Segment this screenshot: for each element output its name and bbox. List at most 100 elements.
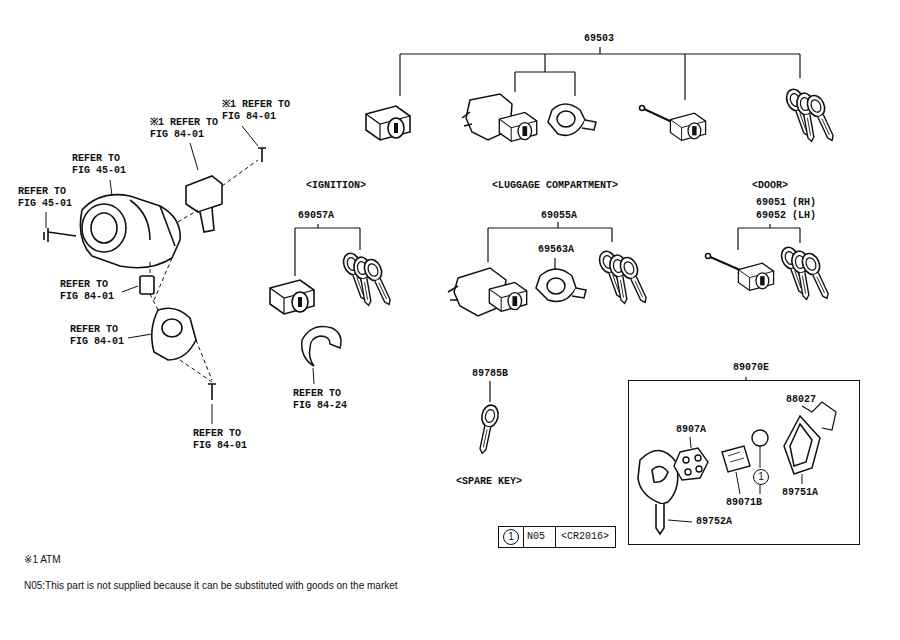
line-art [582,120,596,130]
line-art [208,384,216,400]
reference-note: REFER TO FIG 84-01 [193,428,255,452]
key-fob [638,450,692,534]
key-cover [784,402,836,484]
note-table: N05<CR2016>1 [498,526,616,548]
line-art [536,269,576,302]
line-art [474,404,500,455]
line-art [722,446,750,472]
line-art [802,402,836,430]
luggage-lock [448,268,527,316]
line-art [313,368,314,384]
part-number: 89751A [782,487,818,499]
reference-note: REFER TO FIG 45-01 [72,153,134,177]
circuit-board [722,430,768,494]
line-art [46,212,47,228]
line-art [696,466,702,472]
line-art [784,87,840,144]
table-divider [555,527,556,547]
line-art [200,208,214,232]
reference-note: REFER TO FIG 84-01 [70,324,132,348]
line-art [150,160,258,382]
kit-box: 89070E1 [628,380,860,545]
line-art [341,251,397,308]
line-art [488,222,612,270]
line-art [738,224,800,250]
line-art [547,278,565,294]
group-heading: <IGNITION> [306,180,366,192]
part-number: 89071B [726,497,762,509]
line-art [548,104,585,135]
part-number: 89752A [696,516,732,528]
line-art [128,334,152,338]
line-art [642,108,672,122]
line-art [82,204,126,252]
table-divider [523,527,524,547]
line-art [695,455,701,461]
line-art [448,286,458,300]
group-heading: <SPARE KEY> [456,476,522,488]
part-number: 69563A [538,244,574,256]
luggage-lock [462,94,537,141]
line-art [122,286,138,292]
line-art [80,195,180,268]
line-art [708,256,740,270]
button-pad [674,437,708,480]
reference-note: ※1 REFER TO FIG 84-01 [150,117,226,141]
line-art [140,276,154,294]
line-art [652,466,668,482]
line-art [656,504,664,534]
line-art [499,112,536,141]
line-art [489,282,526,311]
bracket-lines [295,47,800,402]
line-art [802,474,803,484]
line-art [162,319,182,337]
line-art [400,47,800,100]
line-art [668,520,692,522]
line-art [190,143,198,170]
circled-number: 1 [503,529,519,545]
line-art [640,106,645,111]
part-number: 88027 [786,394,816,406]
part-number: 69055A [541,210,577,222]
line-art [638,450,678,504]
gasket [536,269,586,302]
line-art [738,263,773,290]
line-art [462,112,472,126]
line-art [685,469,691,475]
leader-lines [46,126,258,424]
line-art [186,176,222,212]
reference-note: REFER TO FIG 45-01 [18,186,80,210]
footnote: N05:This part is not supplied because it… [24,580,398,592]
line-art [572,288,586,298]
group-heading: <DOOR> [752,180,788,192]
line-art [760,446,761,468]
line-art [242,126,258,146]
circle-number: 1 [754,471,768,483]
footnote: ※1 ATM [24,554,61,566]
line-art [706,254,711,259]
door-cylinder [706,254,774,291]
ring [302,327,341,385]
door-cylinder [640,106,706,141]
line-art [212,404,213,424]
circled-number: 1 [753,469,769,485]
reference-note: REFER TO FIG 84-01 [60,279,122,303]
table-cell: N05 [527,531,545,543]
line-art [784,416,820,474]
part-number: 8907A [676,424,706,436]
line-art [91,213,117,243]
part-number: 69503 [584,33,614,45]
assembly-lines [150,160,258,382]
line-art [270,280,314,314]
line-art [683,457,689,463]
line-art [674,448,708,480]
line-art [44,228,76,242]
line-art [366,106,410,140]
line-art [779,245,835,302]
reference-note: ※1 REFER TO FIG 84-01 [222,99,298,123]
line-art [790,424,812,466]
line-art [728,452,744,462]
line-art [557,111,575,127]
